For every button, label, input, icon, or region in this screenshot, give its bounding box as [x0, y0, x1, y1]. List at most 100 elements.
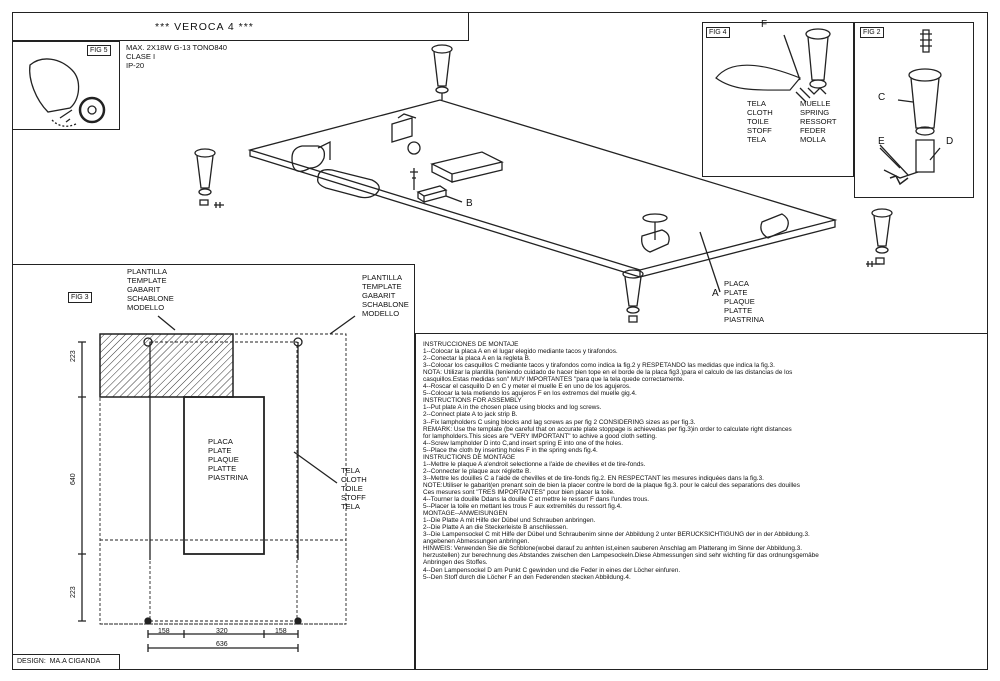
instruction-line: NOTA: Utilizar la plantilla (teniendo cu…: [423, 369, 793, 377]
fig2-lampholder: [908, 29, 942, 173]
label-line: TELA: [747, 135, 766, 144]
instruction-line: 5--Place the cloth by inserting holes F …: [423, 446, 598, 454]
jack-strip: [416, 185, 448, 204]
instruction-line: 1--Colocar la placa A en el lugar elegid…: [423, 348, 618, 356]
label-line: PLANTILLA: [362, 273, 403, 282]
instruction-line: NOTE:Utiliser le gabarit(en prenant soin…: [423, 481, 800, 489]
fig2-label: FIG 2: [860, 27, 884, 38]
instruction-line: angebenen Abmessungen anbringen.: [423, 538, 530, 546]
label-line: MODELLO: [362, 309, 400, 318]
fig4-box: [702, 22, 854, 177]
label-line: TOILE: [747, 117, 769, 126]
label-line: MODELLO: [127, 303, 165, 312]
label-line: PLATE: [724, 288, 748, 297]
instruction-line: 1--Die Platte A mit Hilfe der Dübel und …: [423, 517, 596, 525]
instruction-line: 2--Connecter le plaque aux réglette B.: [423, 467, 531, 475]
plate-socket: [760, 213, 789, 239]
instruction-line: 4--Screw lampholder D into C,and insert …: [423, 439, 623, 447]
dim-158-right: 158: [275, 628, 287, 635]
label-line: CLOTH: [747, 108, 773, 117]
instruction-line: MONTAGE--ANWEISUNGEN: [423, 510, 508, 518]
instruction-line: INSTRUCCIONES DE MONTAJE: [423, 341, 519, 348]
label-line: PLATTE: [724, 306, 753, 315]
lampholder: [866, 208, 893, 267]
label-line: PIASTRINA: [208, 473, 249, 482]
label-line: TEMPLATE: [127, 276, 167, 285]
instruction-line: for lampholders.This sices are "VERY IMP…: [423, 432, 657, 440]
design-box: [12, 654, 120, 670]
label-line: PLACA: [208, 437, 233, 446]
label-line: CLOTH: [341, 475, 367, 484]
instruction-line: 4--Tourner la douille Ddans la douille C…: [423, 496, 650, 504]
fig3-label: FIG 3: [68, 292, 92, 303]
fig2-box: [854, 22, 974, 198]
label-line: PLAQUE: [208, 455, 239, 464]
fig3-box: [12, 264, 415, 670]
instruction-line: 2--Conectar la placa A en la regleta B.: [423, 355, 531, 363]
dimension-line: [147, 644, 299, 652]
ballast: [430, 151, 504, 184]
fig5-label: FIG 5: [87, 45, 111, 56]
label-d: D: [946, 136, 954, 147]
instruction-line: casquillos.Estas medidas son" MUY IMPORT…: [423, 376, 685, 384]
document-title: *** VEROCA 4 ***: [155, 21, 254, 33]
fig5-socket: [78, 96, 106, 124]
dimension-line: [78, 341, 86, 622]
instruction-line: 3--Die Lampensockel C mit Hilfe der Dübe…: [423, 531, 810, 539]
label-line: SPRING: [800, 108, 830, 117]
label-line: TEMPLATE: [362, 282, 402, 291]
label-line: MUELLE: [800, 99, 831, 108]
instruction-line: 5--Den Stoff durch die Löcher F an den F…: [423, 573, 631, 581]
dim-158-left: 158: [158, 628, 170, 635]
fig4-label: FIG 4: [706, 27, 730, 38]
label-line: STOFF: [747, 126, 772, 135]
label-line: TELA: [747, 99, 766, 108]
lampholder: [194, 148, 224, 208]
label-f: F: [761, 19, 768, 30]
instruction-line: 5--Colocar la tela metiendo los agujeros…: [423, 390, 637, 398]
instruction-line: INSTRUCTIONS DE MONTAGE: [423, 453, 516, 461]
plate-socket: [641, 229, 670, 253]
label-b: B: [466, 198, 473, 209]
label-a: A: [712, 288, 719, 299]
spec-line: IP-20: [126, 61, 145, 70]
instruction-line: Anbringen des Stoffes.: [423, 559, 488, 567]
instruction-line: INSTRUCTIONS FOR ASSEMBLY: [423, 397, 522, 405]
label-line: SCHABLONE: [362, 300, 409, 309]
plate-socket: [291, 145, 326, 172]
instruction-line: Ces mesures sont "TRES IMPORTANTES" pour…: [423, 488, 615, 496]
label-line: PLACA: [724, 279, 749, 288]
fig5-wall-bracket: [29, 58, 80, 113]
instruction-line: herzustellen) zur berechnung des Abstand…: [423, 552, 819, 560]
label-line: TELA: [341, 502, 360, 511]
spec-line: MAX. 2X18W G-13 TONO840: [126, 43, 228, 52]
instructions-box: [415, 333, 988, 670]
fig5-box: [12, 41, 120, 130]
label-line: PLANTILLA: [127, 267, 168, 276]
dim-223-bottom: 223: [70, 586, 77, 598]
label-line: TOILE: [341, 484, 363, 493]
label-line: SCHABLONE: [127, 294, 174, 303]
instruction-line: 1--Mettre le plaque A a'endroit selectio…: [423, 460, 646, 468]
fig4-lampholder: [805, 28, 831, 89]
title-box: [12, 12, 469, 41]
label-e: E: [878, 136, 885, 147]
instruction-line: 4--Den Lampensockel D am Punkt C gewinde…: [423, 566, 681, 574]
label-line: GABARIT: [362, 291, 396, 300]
label-line: MOLLA: [800, 135, 826, 144]
label-line: PLAQUE: [724, 297, 755, 306]
label-line: PLATTE: [208, 464, 237, 473]
instruction-line: 3--Fix lampholders C using blocks and la…: [423, 418, 696, 426]
lampholder: [431, 44, 453, 100]
fig4-cloth: [715, 64, 801, 91]
template-hatch-area: [99, 333, 234, 398]
instruction-line: REMARK: Use the template (be careful tha…: [423, 425, 792, 433]
label-line: PLATE: [208, 446, 232, 455]
label-c: C: [878, 92, 886, 103]
instruction-line: 1--Put plate A in the chosen place using…: [423, 404, 602, 412]
label-line: FEDER: [800, 126, 826, 135]
dimension-line: [147, 630, 299, 638]
instruction-line: 3--Colocar los casquillos C mediante tac…: [423, 362, 775, 370]
